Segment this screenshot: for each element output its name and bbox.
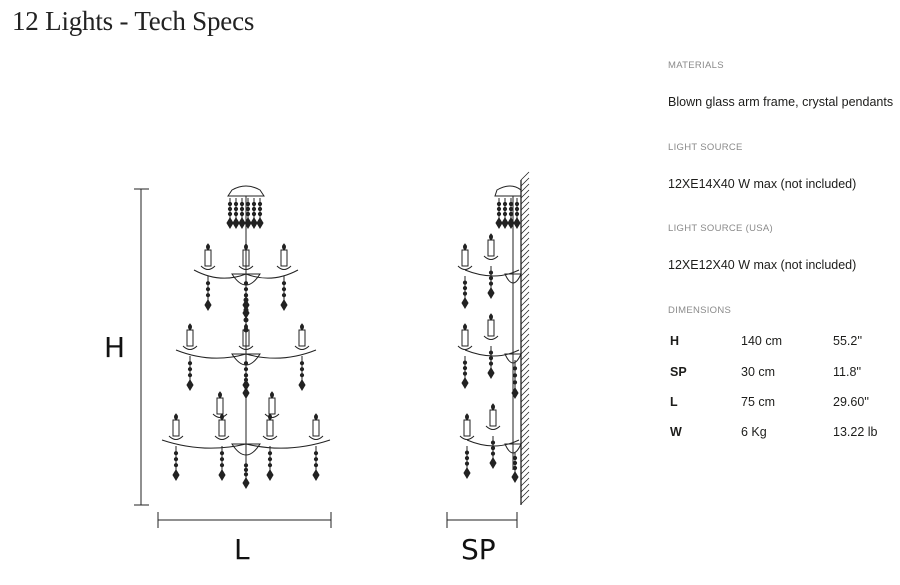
dimension-row-height: H 140 cm 55.2'' bbox=[668, 334, 900, 354]
light-source-usa-label: LIGHT SOURCE (USA) bbox=[668, 223, 773, 234]
height-letter: H bbox=[104, 331, 126, 364]
page-title: 12 Lights - Tech Specs bbox=[12, 6, 255, 36]
length-letter: L bbox=[234, 533, 250, 566]
dimensions-label: DIMENSIONS bbox=[668, 305, 732, 316]
dimension-key: H bbox=[670, 334, 680, 348]
wall-hatching bbox=[520, 171, 530, 505]
projection-dimension-line bbox=[446, 512, 518, 528]
dimension-row-length: L 75 cm 29.60'' bbox=[668, 395, 900, 415]
dimension-metric: 75 cm bbox=[741, 395, 776, 409]
light-source-usa-value: 12XE12X40 W max (not included) bbox=[668, 258, 857, 272]
dimension-row-projection: SP 30 cm 11.8'' bbox=[668, 365, 900, 385]
dimension-metric: 140 cm bbox=[741, 334, 782, 348]
dimension-metric: 6 Kg bbox=[741, 425, 767, 439]
dimension-imperial: 11.8'' bbox=[833, 365, 862, 379]
dimension-metric: 30 cm bbox=[741, 365, 776, 379]
length-dimension-line bbox=[157, 512, 332, 528]
light-source-label: LIGHT SOURCE bbox=[668, 142, 743, 153]
chandelier-technical-drawing bbox=[134, 171, 530, 528]
dimension-row-weight: W 6 Kg 13.22 lb bbox=[668, 425, 900, 445]
dimension-imperial: 29.60'' bbox=[833, 395, 870, 409]
dimension-imperial: 55.2'' bbox=[833, 334, 863, 348]
dimension-key: SP bbox=[670, 365, 687, 379]
dimension-imperial: 13.22 lb bbox=[833, 425, 878, 439]
chandelier-side-view bbox=[457, 185, 522, 483]
dimension-key: W bbox=[670, 425, 682, 439]
height-dimension-line bbox=[134, 188, 149, 506]
materials-value: Blown glass arm frame, crystal pendants bbox=[668, 95, 894, 109]
dimension-key: L bbox=[670, 395, 678, 409]
projection-letter: SP bbox=[461, 533, 496, 566]
materials-label: MATERIALS bbox=[668, 60, 724, 71]
light-source-value: 12XE14X40 W max (not included) bbox=[668, 177, 857, 191]
chandelier-front-view bbox=[161, 185, 331, 489]
